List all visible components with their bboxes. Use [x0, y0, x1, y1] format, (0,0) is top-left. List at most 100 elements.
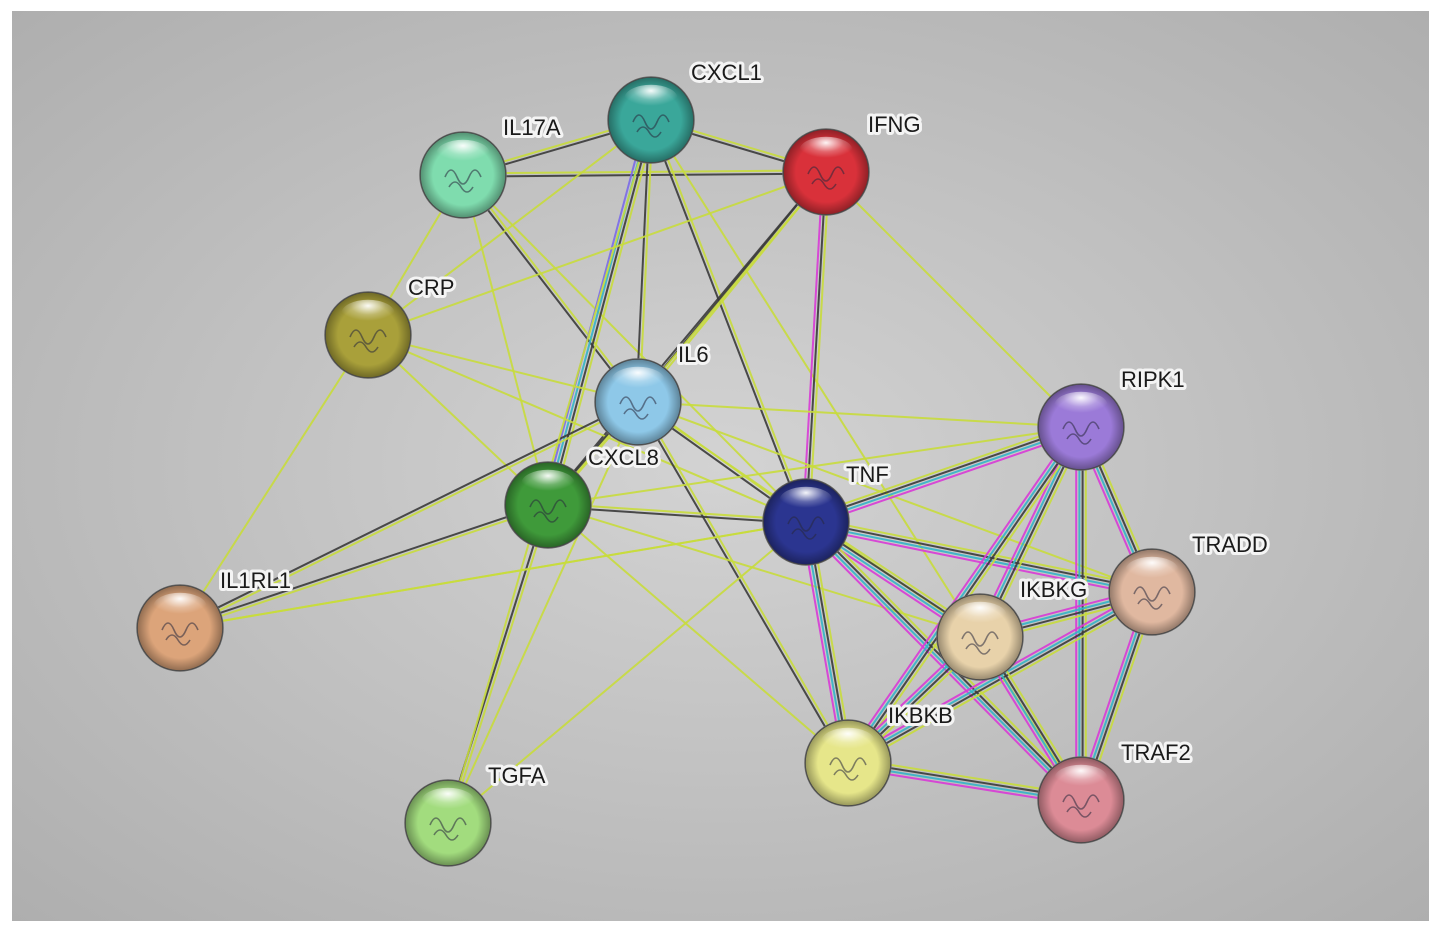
- edge-ifng-crp: [367, 171, 827, 336]
- protein-structure-icon: [529, 499, 567, 523]
- node-label-tnf: TNF: [846, 462, 889, 487]
- node-label-ifng: IFNG: [868, 112, 921, 137]
- node-label-ikbkg: IKBKG: [1020, 577, 1087, 602]
- edge-line-coexpression: [648, 120, 806, 523]
- edge-line-text-mining: [806, 516, 1154, 589]
- edge-line-text-mining: [448, 505, 551, 824]
- protein-structure-icon: [787, 516, 825, 540]
- edge-line-database: [805, 522, 1152, 595]
- edge-crp-il1rl1: [179, 334, 369, 629]
- edge-line-text-mining: [447, 521, 807, 824]
- edge-line-text-mining: [808, 172, 831, 523]
- node-highlight: [799, 136, 853, 165]
- edge-il6-ripk1: [637, 401, 1082, 428]
- node-ripk1[interactable]: RIPK1: [1037, 364, 1188, 471]
- edge-cxcl1-il6: [635, 119, 654, 403]
- node-highlight: [436, 139, 490, 168]
- edge-line-coexpression: [463, 172, 827, 178]
- edge-tnf-ripk1: [804, 421, 1083, 528]
- edge-line-text-mining: [637, 401, 1082, 428]
- edge-line-coexpression: [805, 424, 1081, 522]
- edge-line-coexpression: [635, 119, 651, 402]
- edge-line-text-mining: [463, 173, 641, 402]
- edge-line-text-mining: [367, 119, 652, 336]
- edge-line-text-mining: [638, 400, 851, 763]
- node-ikbkg[interactable]: IKBKG: [936, 574, 1090, 681]
- edge-line-text-mining: [548, 172, 828, 507]
- node-label-il1rl1: IL1RL1: [220, 568, 291, 593]
- edge-line-text-mining: [638, 120, 654, 403]
- edge-tnf-tradd: [804, 516, 1154, 598]
- node-highlight: [821, 727, 875, 756]
- node-label-il6: IL6: [678, 342, 709, 367]
- node-tnf[interactable]: TNF: [762, 459, 892, 566]
- edge-line-text-mining: [551, 120, 657, 507]
- edge-line-coexpression: [178, 399, 638, 628]
- protein-structure-icon: [807, 166, 845, 190]
- protein-structure-icon: [1133, 586, 1171, 610]
- edge-line-text-mining: [462, 169, 826, 175]
- node-label-crp: CRP: [408, 275, 454, 300]
- edge-ifng-cxcl8: [546, 170, 828, 507]
- node-label-tradd: TRADD: [1192, 532, 1268, 557]
- node-highlight: [521, 469, 575, 498]
- node-il1rl1[interactable]: IL1RL1: [136, 565, 294, 672]
- edge-cxcl8-ikbkb: [547, 504, 849, 764]
- node-ikbkb[interactable]: IKBKB: [804, 700, 956, 807]
- edge-line-coexpression: [548, 120, 654, 506]
- node-highlight: [153, 592, 207, 621]
- edge-ifng-ripk1: [825, 171, 1082, 428]
- edge-il1rl1-tnf: [179, 521, 807, 629]
- node-highlight: [1125, 556, 1179, 585]
- edge-line-database: [806, 427, 1082, 525]
- edge-line-coexpression: [546, 170, 826, 505]
- node-cxcl8[interactable]: CXCL8: [504, 442, 662, 549]
- node-ifng[interactable]: IFNG: [782, 109, 924, 216]
- edge-line-experimental: [807, 430, 1083, 528]
- edge-line-experimental: [804, 525, 1152, 598]
- edge-il6-il1rl1: [178, 399, 640, 631]
- node-label-ripk1: RIPK1: [1121, 367, 1185, 392]
- edge-line-text-mining: [367, 171, 827, 336]
- node-label-il17a: IL17A: [503, 115, 561, 140]
- protein-structure-icon: [444, 169, 482, 193]
- node-highlight: [421, 787, 475, 816]
- protein-structure-icon: [1062, 794, 1100, 818]
- edge-il17a-il6: [460, 173, 641, 404]
- protein-structure-icon: [619, 396, 657, 420]
- protein-structure-icon: [349, 329, 387, 353]
- node-highlight: [624, 84, 678, 113]
- edge-line-text-mining: [825, 171, 1082, 428]
- node-cxcl1[interactable]: CXCL1: [607, 57, 765, 164]
- node-crp[interactable]: CRP: [324, 272, 457, 379]
- edge-line-database: [804, 522, 1081, 802]
- edge-line-experimental: [801, 524, 1079, 805]
- protein-structure-icon: [829, 757, 867, 781]
- node-label-cxcl1: CXCL1: [691, 60, 762, 85]
- node-highlight: [779, 486, 833, 515]
- edge-line-coexpression: [805, 171, 827, 523]
- edge-il17a-cxcl8: [462, 174, 549, 506]
- edge-cxcl8-ikbkg: [547, 504, 981, 638]
- protein-structure-icon: [961, 631, 999, 655]
- node-il6[interactable]: IL6: [594, 339, 712, 446]
- node-il17a[interactable]: IL17A: [419, 112, 564, 219]
- protein-structure-icon: [1062, 421, 1100, 445]
- node-traf2[interactable]: TRAF2: [1037, 737, 1194, 844]
- edge-crp-il6: [367, 334, 639, 403]
- node-highlight: [341, 299, 395, 328]
- node-highlight: [611, 366, 665, 395]
- node-tradd[interactable]: TRADD: [1108, 529, 1271, 636]
- edge-line-text-mining: [547, 426, 1082, 506]
- edge-line-text-mining: [447, 401, 639, 824]
- edge-il17a-tnf: [462, 174, 807, 523]
- edge-line-text-mining: [462, 174, 549, 506]
- edge-line-experimental: [843, 423, 1078, 761]
- protein-structure-icon: [632, 114, 670, 138]
- node-label-ikbkb: IKBKB: [888, 703, 953, 728]
- node-tgfa[interactable]: TGFA: [404, 760, 549, 867]
- edge-crp-cxcl1: [367, 119, 652, 336]
- protein-structure-icon: [429, 817, 467, 841]
- edge-cxcl8-ripk1: [547, 426, 1082, 506]
- edge-line-coexpression: [806, 519, 1153, 592]
